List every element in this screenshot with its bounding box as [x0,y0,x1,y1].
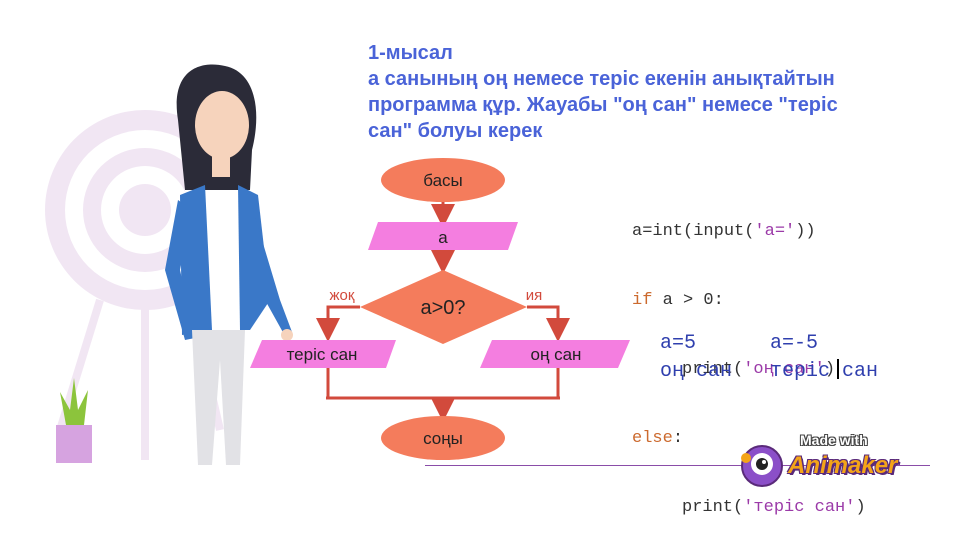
page-title: 1-мысал а санының оң немесе теріс екенін… [368,40,928,144]
divider-line [425,465,930,466]
arrow-no-branch [316,305,360,342]
code-line-1: a=int(input('a=')) [632,222,816,241]
examples-output-row: оң сан теріс сан [660,358,878,386]
input-parallelogram [368,222,518,250]
animaker-brand-label: Animaker [788,452,898,479]
flowchart-connectors [316,200,570,422]
code-line-3: print('оң сан') [632,358,866,381]
made-with-label: Made with [800,432,868,448]
start-terminal [381,158,505,202]
yes-branch-label: ия [526,287,543,304]
animaker-logo-icon [741,445,783,487]
no-branch-label: жоқ [330,287,355,304]
arrow-yes-branch [527,305,570,342]
negative-output-label: теріс сан [287,345,358,364]
end-terminal [381,416,505,460]
example-output-2: теріс сан [770,360,879,383]
end-label: соңы [423,429,463,448]
positive-output-parallelogram [480,340,630,368]
example-output-1: оң сан [660,360,733,383]
code-line-4: else: [632,429,684,448]
title-line-2: а санының оң немесе теріс екенін анықтай… [368,68,835,90]
flowchart: басы a a>0? жоқ ия теріс сан оң сан соңы [250,158,630,460]
positive-output-label: оң сан [531,345,582,364]
negative-output-parallelogram [250,340,396,368]
text-cursor [837,358,840,379]
examples-block: a=5 a=-5 оң сан теріс сан [660,330,878,386]
example-input-2: a=-5 [770,332,819,355]
title-line-1: 1-мысал [368,42,453,64]
input-label: a [438,228,448,247]
animaker-watermark: Made with Animaker [738,432,918,492]
condition-diamond [360,270,527,344]
code-block: a=int(input('a=')) if a > 0: print('оң с… [632,174,866,542]
code-line-5: print('теріс сан') [682,498,866,517]
background-illustration [45,64,293,465]
code-line-2: if a > 0: [632,291,724,310]
woman-character-icon [165,64,293,465]
title-line-3: программа құр. Жауабы "оң сан" немесе "т… [368,94,838,116]
condition-label: a>0? [420,297,465,319]
plant-icon [56,378,92,463]
start-label: басы [423,171,463,190]
title-line-4: сан" болуы керек [368,120,543,142]
example-input-1: a=5 [660,332,697,355]
examples-input-row: a=5 a=-5 [660,330,878,358]
